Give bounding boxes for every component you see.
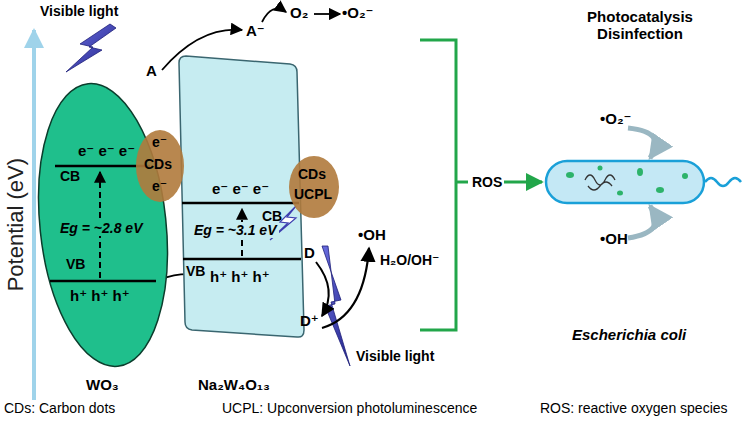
label: •O₂⁻ — [600, 110, 632, 127]
flagellum — [705, 178, 741, 186]
label: CDs: Carbon dots — [4, 400, 115, 416]
light-bolt — [66, 24, 116, 72]
label: D⁺ — [300, 312, 319, 329]
ros-arrow — [456, 181, 468, 184]
potential-axis — [32, 30, 36, 400]
label: D — [304, 244, 315, 261]
node-text: CDs — [144, 156, 172, 172]
node-text: WO₃ — [86, 376, 119, 393]
node-text: e⁻ e⁻ e⁻ — [212, 180, 269, 197]
bacterium: Escherichia coli — [545, 160, 705, 204]
node-shape — [172, 50, 307, 346]
node-text: h⁺ h⁺ h⁺ — [70, 287, 130, 304]
reaction-arrow — [262, 9, 286, 22]
label: •OH — [600, 230, 628, 247]
label: Visible light — [356, 348, 434, 364]
node-text: Escherichia coli — [572, 326, 686, 343]
label: Potential (eV) — [3, 140, 28, 310]
label: •OH — [358, 226, 386, 243]
node-text: e⁻ — [152, 178, 167, 194]
node-text: Eg = ~3.1 eV — [192, 222, 279, 238]
node-text: VB — [186, 263, 205, 279]
attack-arrow — [628, 206, 656, 238]
reaction-arrow — [322, 248, 369, 328]
node-text: Na₂W₄O₁₃ — [198, 376, 270, 393]
reaction-arrow — [316, 262, 329, 316]
label: O₂ — [290, 4, 308, 21]
node-shape — [545, 160, 705, 204]
wo3-ellipse: e⁻ e⁻ e⁻CBEg = ~2.8 eVVBh⁺ h⁺ h⁺WO₃ — [38, 82, 168, 370]
node-text: CDs — [298, 166, 326, 182]
label: H₂O/OH⁻ — [380, 252, 440, 268]
node-text: UCPL — [294, 186, 332, 202]
label: ROS: reactive oxygen species — [540, 400, 728, 416]
ros-arrow — [502, 181, 542, 184]
label: UCPL: Upconversion photoluminescence — [222, 400, 477, 416]
label: •O₂⁻ — [342, 4, 374, 21]
node-text: CB — [60, 168, 80, 184]
carbon-dot: e⁻ CDs e⁻ — [136, 130, 184, 202]
node-text: e⁻ e⁻ e⁻ — [78, 142, 135, 159]
node-text: VB — [66, 256, 85, 272]
na2w4o13-box: e⁻ e⁻ e⁻CBEg = ~3.1 eVVBh⁺ h⁺ h⁺Na₂W₄O₁₃ — [172, 50, 307, 346]
label: ROS — [470, 174, 504, 190]
bracket — [420, 40, 456, 330]
node-text: Eg = ~2.8 eV — [58, 220, 145, 236]
node-text: h⁺ h⁺ h⁺ — [210, 268, 270, 285]
attack-arrow — [628, 128, 656, 158]
label: Photocatalysis Disinfection — [565, 8, 715, 43]
reaction-arrow — [314, 13, 340, 15]
label: A — [146, 62, 157, 79]
label: A⁻ — [246, 22, 265, 39]
label: Visible light — [40, 3, 118, 19]
carbon-dot: CDsUCPL — [289, 156, 339, 218]
node-text: e⁻ — [152, 134, 167, 150]
